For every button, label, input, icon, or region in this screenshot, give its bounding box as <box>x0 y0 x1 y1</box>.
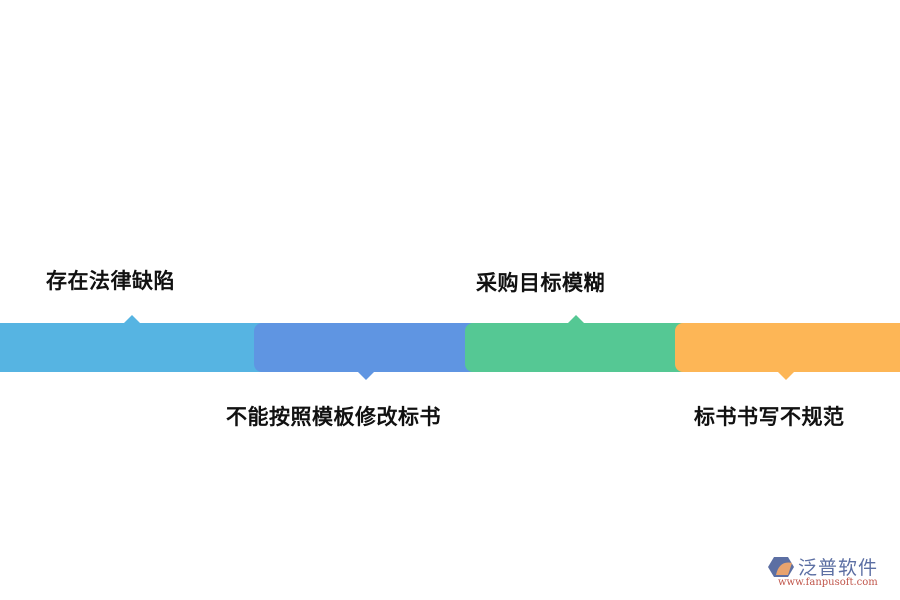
step-label-4: 标书书写不规范 <box>694 405 845 429</box>
notch-up-3 <box>568 315 584 323</box>
notch-down-2 <box>358 372 374 380</box>
step-label-2: 不能按照模板修改标书 <box>226 405 441 429</box>
step-label-1: 存在法律缺陷 <box>46 269 175 293</box>
step-label-3: 采购目标模糊 <box>476 271 605 295</box>
notch-up-1 <box>124 315 140 323</box>
watermark-name: 泛普软件 <box>798 557 879 579</box>
timeline-segment-4 <box>675 323 900 380</box>
watermark-url: www.fanpusoft.com <box>778 577 878 588</box>
timeline-segment-2 <box>254 323 490 380</box>
timeline-segment-1 <box>0 315 280 372</box>
watermark-logo: 泛普软件 www.fanpusoft.com <box>768 553 893 593</box>
notch-down-4 <box>778 372 794 380</box>
timeline-segment-3 <box>465 315 700 372</box>
fanpu-logo-icon <box>768 557 794 577</box>
